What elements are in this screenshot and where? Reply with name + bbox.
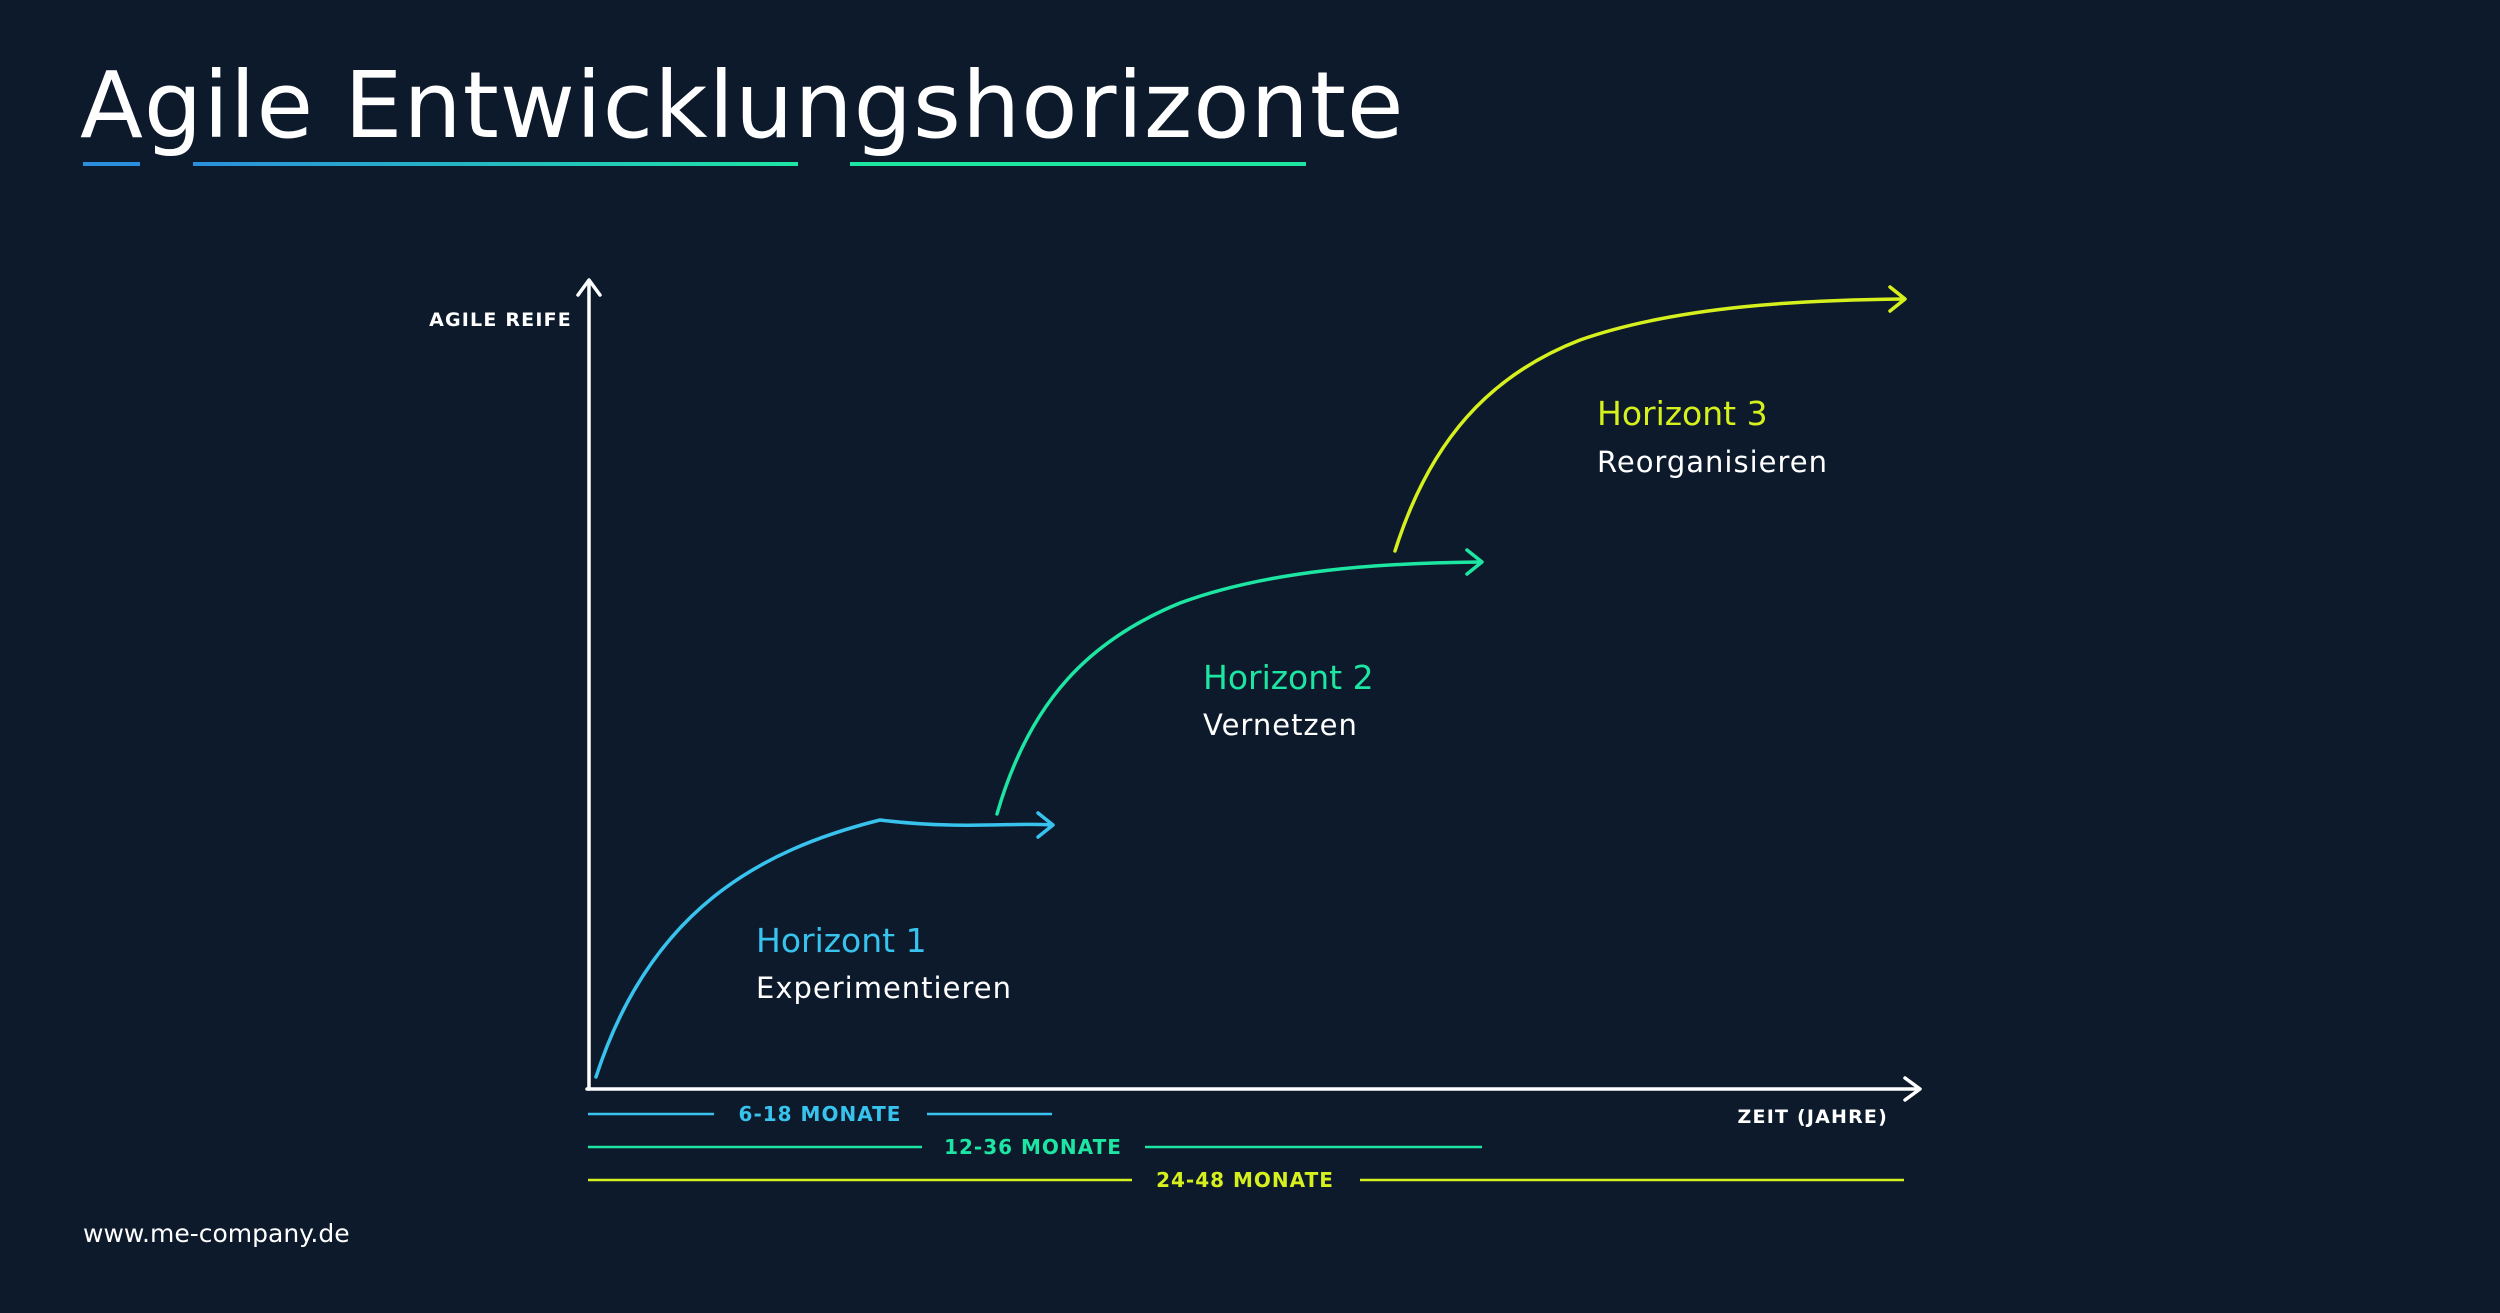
- horizon-2-arrow-icon: [1465, 548, 1484, 576]
- horizon-1-curve: [594, 811, 1055, 1079]
- page-title: Agile Entwicklungshorizonte: [80, 52, 1405, 159]
- x-axis-label: ZEIT (JAHRE): [1738, 1106, 1888, 1128]
- x-axis: [585, 1076, 1922, 1102]
- x-axis-arrow-icon: [1903, 1076, 1922, 1102]
- horizon-3-name: Horizont 3: [1597, 394, 1768, 433]
- horizon-3-subtitle: Reorganisieren: [1597, 445, 1828, 479]
- horizon-1-name: Horizont 1: [756, 921, 927, 960]
- horizon-2-name: Horizont 2: [1203, 658, 1374, 697]
- horizon-2-subtitle: Vernetzen: [1203, 708, 1358, 742]
- duration-3-label: 24-48 MONATE: [1156, 1168, 1334, 1192]
- duration-1: 6-18 MONATE: [588, 1102, 1052, 1126]
- y-axis-label: AGILE REIFE: [429, 309, 572, 331]
- horizon-1-subtitle: Experimentieren: [756, 971, 1012, 1005]
- duration-2-label: 12-36 MONATE: [944, 1135, 1122, 1159]
- duration-2: 12-36 MONATE: [588, 1135, 1482, 1159]
- title-underline-seg-3: [850, 162, 1306, 166]
- y-axis-arrow-icon: [576, 278, 602, 297]
- horizon-3-curve: [1393, 285, 1907, 553]
- duration-3: 24-48 MONATE: [588, 1168, 1904, 1192]
- title-underline-seg-2: [193, 162, 798, 166]
- horizon-1-arrow-icon: [1036, 811, 1055, 839]
- horizon-2-curve: [995, 548, 1484, 816]
- duration-1-label: 6-18 MONATE: [739, 1102, 902, 1126]
- title-underline: [83, 162, 1306, 166]
- horizon-3-arrow-icon: [1888, 285, 1907, 313]
- y-axis: [576, 278, 602, 1091]
- title-underline-seg-1: [83, 162, 140, 166]
- footer-url[interactable]: www.me-company.de: [83, 1219, 350, 1248]
